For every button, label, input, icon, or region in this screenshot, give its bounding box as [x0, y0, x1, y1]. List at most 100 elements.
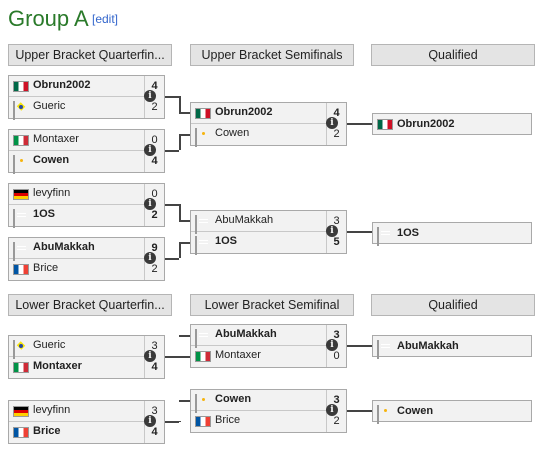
- header-upper-semifinals: Upper Bracket Semifinals: [190, 44, 354, 66]
- match-info-icon[interactable]: i: [326, 404, 338, 416]
- flag-icon: [13, 427, 29, 438]
- bracket-connector: [179, 134, 181, 150]
- bracket-connector: [179, 242, 199, 244]
- flag-icon: [195, 329, 197, 348]
- match-player-row[interactable]: 1OS 5: [191, 232, 346, 255]
- bracket-connector: [179, 356, 199, 358]
- match-info-icon[interactable]: i: [144, 252, 156, 264]
- player-name: Brice: [33, 425, 61, 437]
- player-name: Montaxer: [33, 133, 79, 145]
- bracket-connector: [179, 220, 199, 222]
- flag-icon: [195, 128, 197, 147]
- match-player-row[interactable]: 1OS 2: [9, 205, 164, 228]
- flag-icon: [195, 236, 197, 255]
- player-name: Obrun2002: [33, 79, 91, 91]
- bracket-connector: [179, 204, 181, 221]
- player-name: AbuMakkah: [215, 328, 277, 340]
- player-name: levyfinn: [33, 187, 71, 199]
- qualified-player-name: AbuMakkah: [397, 340, 459, 352]
- flag-icon: [13, 340, 15, 359]
- match-info-icon[interactable]: i: [326, 339, 338, 351]
- player-name: Cowen: [215, 127, 250, 139]
- flag-icon: [13, 264, 29, 275]
- player-name: Brice: [33, 262, 59, 274]
- flag-icon: [195, 215, 197, 234]
- player-score: 2: [326, 124, 346, 145]
- match-info-icon[interactable]: i: [144, 415, 156, 427]
- qualified-slot-1[interactable]: Obrun2002: [372, 113, 532, 135]
- player-name: AbuMakkah: [33, 241, 95, 253]
- flag-icon: [195, 108, 211, 119]
- flag-icon: [195, 416, 211, 427]
- player-name: 1OS: [215, 235, 238, 247]
- qualified-player-name: Obrun2002: [397, 118, 455, 130]
- match-player-row[interactable]: Gueric 2: [9, 97, 164, 120]
- player-name: Obrun2002: [215, 106, 273, 118]
- match-player-row[interactable]: Cowen 2: [191, 124, 346, 147]
- player-name: 1OS: [33, 208, 56, 220]
- qualified-player-name: 1OS: [397, 227, 420, 239]
- group-title: Group A: [8, 6, 89, 31]
- flag-icon: [195, 351, 211, 362]
- match-info-icon[interactable]: i: [326, 117, 338, 129]
- flag-icon: [13, 209, 15, 228]
- match-player-row[interactable]: Brice 4: [9, 422, 164, 443]
- player-score: 2: [144, 97, 164, 118]
- edit-link[interactable]: [edit]: [92, 12, 119, 26]
- flag-icon: [13, 189, 29, 200]
- match-player-row[interactable]: Cowen 4: [9, 151, 164, 174]
- player-score: 2: [326, 411, 346, 432]
- flag-icon: [377, 119, 393, 130]
- player-score: 4: [144, 151, 164, 172]
- player-name: Cowen: [33, 154, 70, 166]
- match-info-icon[interactable]: i: [144, 198, 156, 210]
- flag-icon: [13, 155, 15, 174]
- header-upper-quarterfinals: Upper Bracket Quarterfin...: [8, 44, 172, 66]
- player-score: 2: [144, 205, 164, 226]
- qualified-slot-2[interactable]: 1OS: [372, 222, 532, 246]
- bracket-connector: [179, 335, 199, 337]
- bracket-connector: [179, 96, 181, 113]
- flag-icon: [13, 101, 15, 120]
- header-lower-semifinal: Lower Bracket Semifinal: [190, 294, 354, 316]
- flag-icon: [13, 81, 29, 92]
- match-info-icon[interactable]: i: [144, 144, 156, 156]
- qualified-player-name: Cowen: [397, 405, 434, 417]
- player-name: Gueric: [33, 100, 66, 112]
- flag-icon: [13, 406, 29, 417]
- player-name: Cowen: [215, 393, 252, 405]
- player-name: Gueric: [33, 339, 66, 351]
- player-name: levyfinn: [33, 404, 71, 416]
- bracket-connector: [179, 112, 199, 114]
- flag-icon: [377, 340, 379, 359]
- bracket-connector: [179, 421, 181, 422]
- match-info-icon[interactable]: i: [326, 225, 338, 237]
- player-score: 5: [326, 232, 346, 253]
- match-info-icon[interactable]: i: [144, 90, 156, 102]
- qualified-slot-3[interactable]: AbuMakkah: [372, 335, 532, 359]
- match-info-icon[interactable]: i: [144, 350, 156, 362]
- qualified-slot-4[interactable]: Cowen: [372, 400, 532, 424]
- player-score: 4: [144, 422, 164, 443]
- player-name: Montaxer: [215, 349, 261, 361]
